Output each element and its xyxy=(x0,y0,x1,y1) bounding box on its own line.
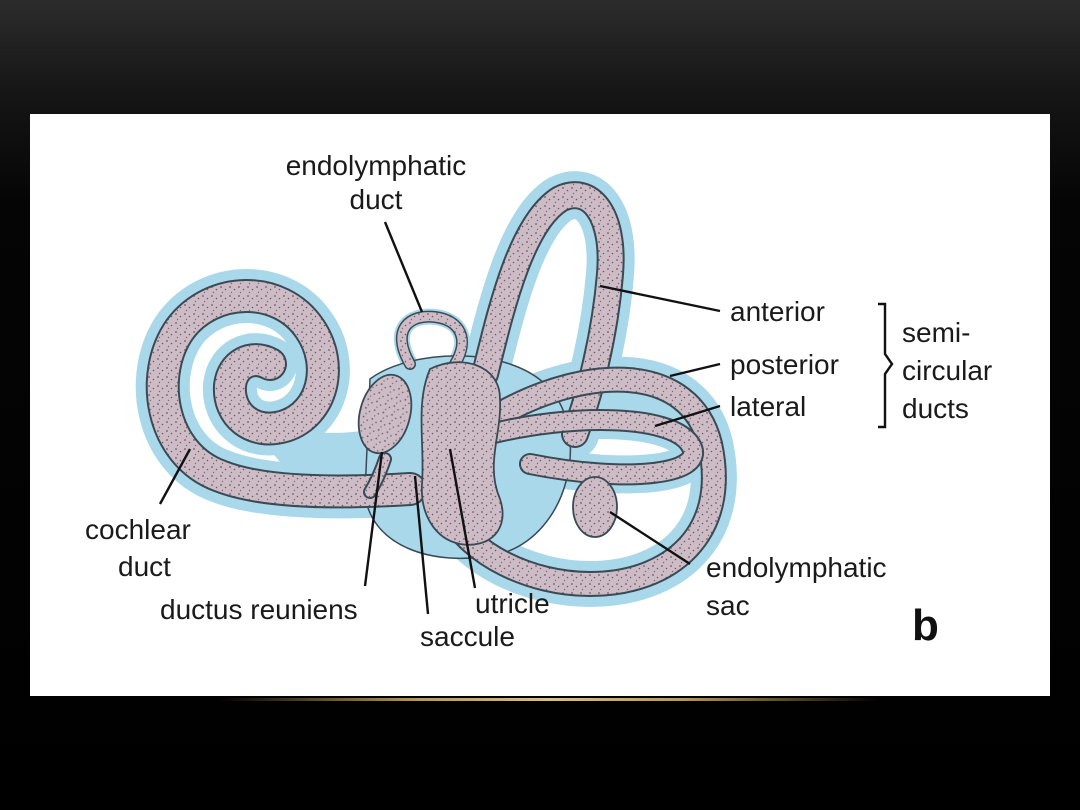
lateral-duct-shape xyxy=(481,411,702,484)
leader-lines xyxy=(158,221,894,615)
accent-divider-line xyxy=(220,698,880,701)
label-ducts: ducts xyxy=(902,393,969,424)
anterior-duct-shape xyxy=(473,183,623,446)
diagram-panel: endolymphatic duct anterior posterior la… xyxy=(30,114,1050,696)
label-endolymphatic-sac-line2: sac xyxy=(706,590,750,621)
panel-letter: b xyxy=(912,601,939,650)
cochlear-duct-shape xyxy=(147,281,425,507)
endolymphatic-duct-shape xyxy=(397,312,467,369)
label-endolymphatic-sac-line1: endolymphatic xyxy=(706,552,887,583)
endolymphatic-sac-shape xyxy=(572,476,618,538)
label-cochlear-duct-line2: duct xyxy=(118,551,171,582)
label-saccule: saccule xyxy=(420,621,515,652)
label-lateral: lateral xyxy=(730,391,806,422)
utricle-shape xyxy=(420,361,504,546)
saccule-shape xyxy=(357,373,413,455)
posterior-duct-shape xyxy=(439,368,725,595)
label-semi: semi- xyxy=(902,317,970,348)
label-endolymphatic-duct-line2: duct xyxy=(350,184,403,215)
label-ductus-reuniens: ductus reuniens xyxy=(160,594,358,625)
label-utricle: utricle xyxy=(475,588,550,619)
membranous-ducts xyxy=(145,181,727,597)
label-cochlear-duct-line1: cochlear xyxy=(85,514,191,545)
label-circular: circular xyxy=(902,355,992,386)
inner-ear-diagram: endolymphatic duct anterior posterior la… xyxy=(85,150,992,652)
label-anterior: anterior xyxy=(730,296,825,327)
label-endolymphatic-duct-line1: endolymphatic xyxy=(286,150,467,181)
label-posterior: posterior xyxy=(730,349,839,380)
